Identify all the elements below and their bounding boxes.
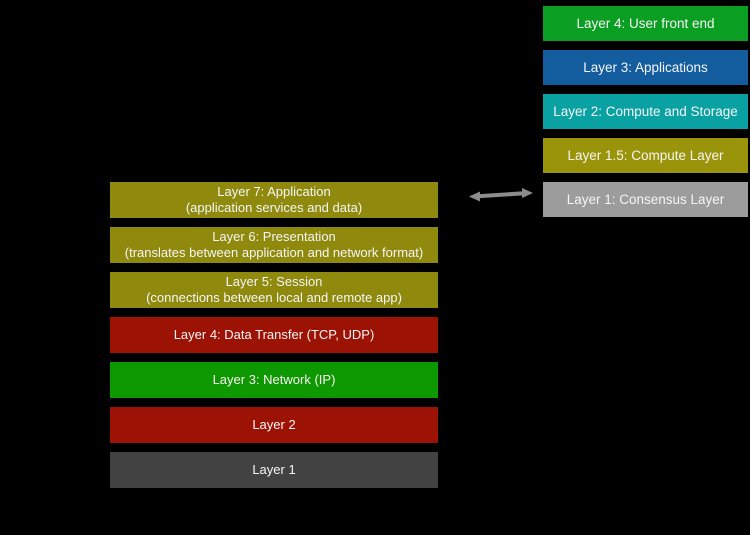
blockchain-layer-3-title: Layer 3: Applications [583, 59, 708, 75]
blockchain-layer-2-box: Layer 2: Compute and Storage [543, 94, 748, 129]
osi-layer-6-box: Layer 6: Presentation (translates betwee… [110, 227, 438, 263]
osi-layer-6-title: Layer 6: Presentation [212, 229, 336, 244]
osi-layer-7-title: Layer 7: Application [217, 184, 331, 199]
blockchain-layer-4-box: Layer 4: User front end [543, 6, 748, 41]
osi-layer-7-subtitle: (application services and data) [185, 200, 363, 215]
blockchain-layer-2-title: Layer 2: Compute and Storage [553, 103, 738, 119]
osi-layer-5-subtitle: (connections between local and remote ap… [146, 290, 402, 305]
blockchain-stack: Layer 4: User front end Layer 3: Applica… [543, 6, 748, 226]
blockchain-layer-3-box: Layer 3: Applications [543, 50, 748, 85]
blockchain-layer-4-title: Layer 4: User front end [576, 15, 715, 31]
osi-layer-1-box: Layer 1 [110, 452, 438, 488]
osi-layer-1-title: Layer 1 [252, 462, 296, 477]
osi-layer-4-box: Layer 4: Data Transfer (TCP, UDP) [110, 317, 438, 353]
osi-layer-4-title: Layer 4: Data Transfer (TCP, UDP) [173, 327, 375, 342]
bidirectional-arrow-icon [466, 185, 536, 205]
osi-layer-7-box: Layer 7: Application (application servic… [110, 182, 438, 218]
blockchain-layer-1-title: Layer 1: Consensus Layer [566, 191, 725, 207]
osi-layer-5-box: Layer 5: Session (connections between lo… [110, 272, 438, 308]
osi-layer-5-title: Layer 5: Session [225, 274, 323, 289]
osi-layer-2-box: Layer 2 [110, 407, 438, 443]
blockchain-layer-1-5-title: Layer 1.5: Compute Layer [567, 147, 724, 163]
blockchain-layer-1-box: Layer 1: Consensus Layer [543, 182, 748, 217]
osi-layer-3-box: Layer 3: Network (IP) [110, 362, 438, 398]
osi-layer-3-title: Layer 3: Network (IP) [212, 372, 336, 387]
osi-stack: Layer 7: Application (application servic… [110, 182, 438, 497]
osi-layer-6-subtitle: (translates between application and netw… [124, 245, 424, 260]
blockchain-layer-1-5-box: Layer 1.5: Compute Layer [543, 138, 748, 173]
osi-layer-2-title: Layer 2 [252, 417, 296, 432]
